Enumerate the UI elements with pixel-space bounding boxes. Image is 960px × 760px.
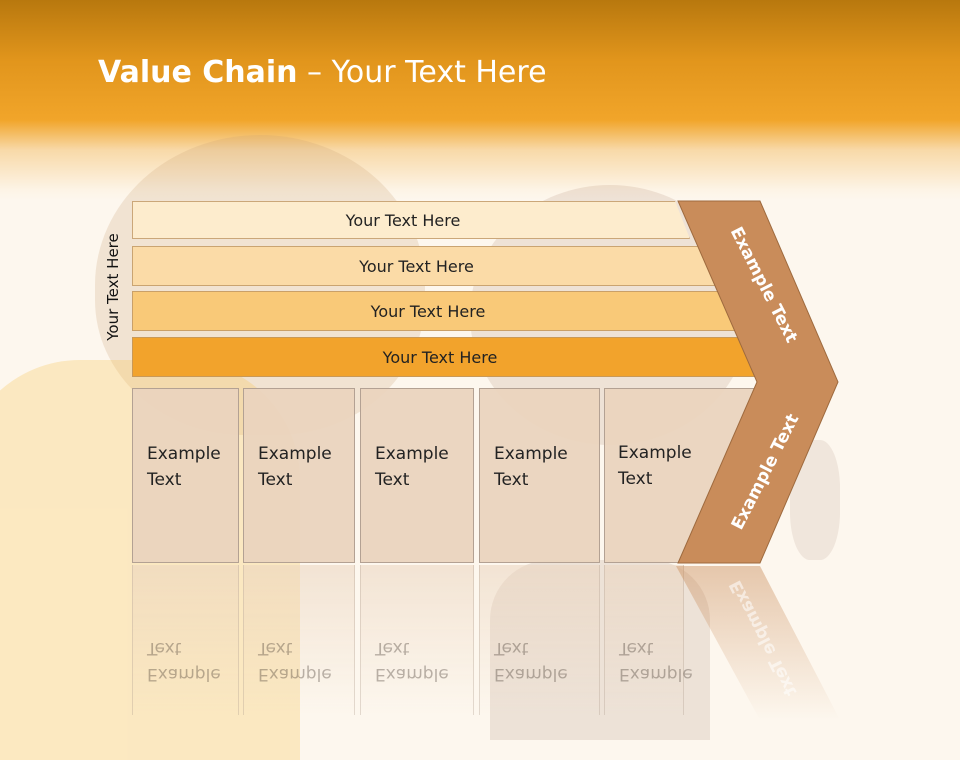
activity-box-2-line1: Example: [258, 444, 332, 464]
activity-box-1-line1: Example: [147, 444, 221, 464]
value-bar-1-label: Your Text Here: [345, 210, 461, 230]
value-bar-4[interactable]: Your Text Here: [132, 337, 764, 377]
value-bar-2[interactable]: Your Text Here: [132, 246, 717, 286]
activity-box-3-line2: Text: [375, 470, 410, 490]
header-band: [0, 0, 960, 200]
value-bar-4-label: Your Text Here: [382, 347, 498, 367]
value-chain-chevron: [676, 200, 840, 720]
value-bar-3-label: Your Text Here: [370, 301, 486, 321]
activity-box-3-line1: Example: [375, 444, 449, 464]
activity-box-5-line2: Text: [618, 469, 653, 489]
activity-box-4-line1: Example: [494, 444, 568, 464]
activity-box-2-line2: Text: [258, 470, 293, 490]
value-bar-3[interactable]: Your Text Here: [132, 291, 740, 331]
chevron-reflection: [676, 566, 840, 720]
title-bold: Value Chain: [98, 55, 298, 90]
activity-box-1-line2: Text: [147, 470, 182, 490]
slide-title: Value Chain – Your Text Here: [98, 55, 547, 90]
activity-box-5-line1: Example: [618, 443, 692, 463]
activity-box-4-line2: Text: [494, 470, 529, 490]
title-rest: – Your Text Here: [297, 55, 547, 90]
value-bar-2-label: Your Text Here: [359, 256, 474, 276]
chevron-shape: [677, 200, 839, 564]
value-bar-1[interactable]: Your Text Here: [132, 201, 690, 239]
